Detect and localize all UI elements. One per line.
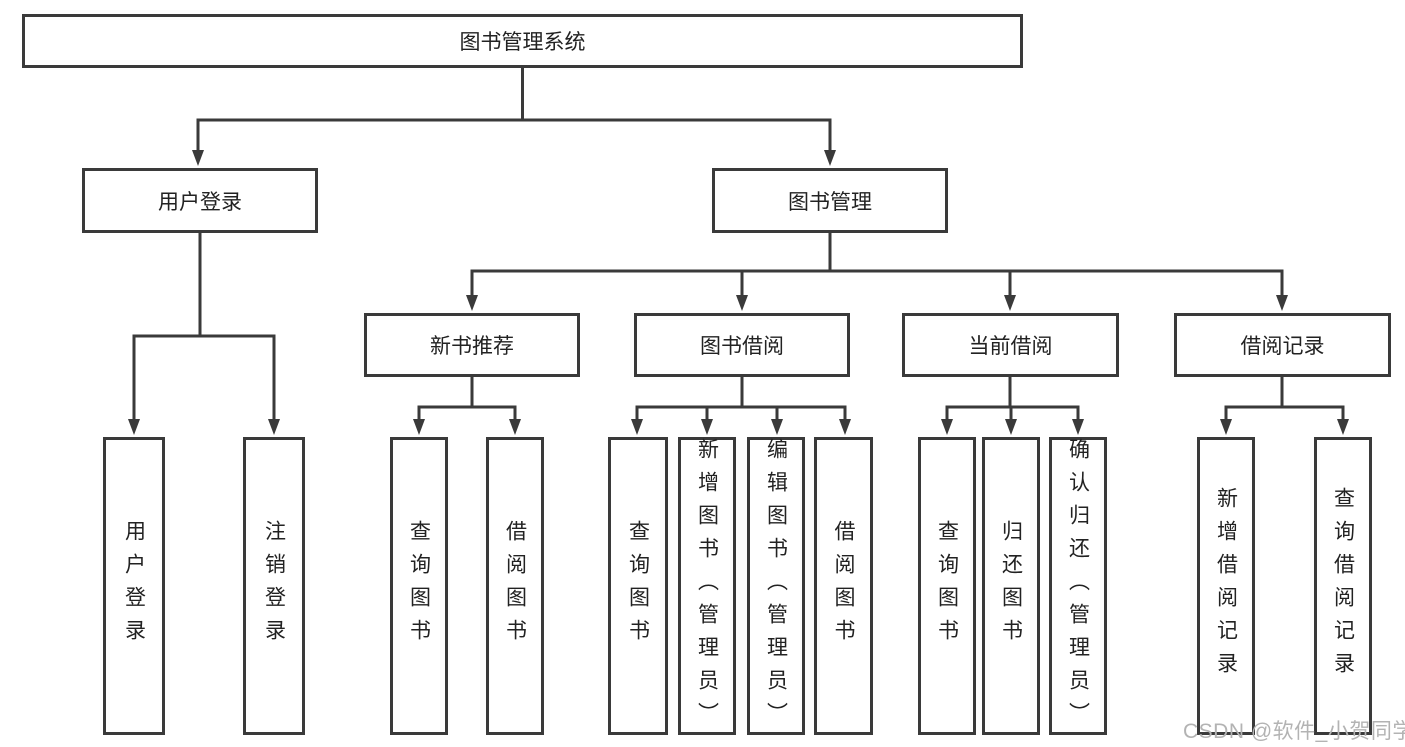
node-return-books: 归还图书 xyxy=(982,437,1040,735)
node-label: 用户登录 xyxy=(158,190,242,214)
node-label: 查询图书 xyxy=(407,520,431,652)
node-add-books-admin: 新增图书（管理员） xyxy=(678,437,736,735)
node-user-login-action: 用户登录 xyxy=(103,437,165,735)
node-new-book-recommend: 新书推荐 xyxy=(364,313,580,377)
node-label: 图书管理系统 xyxy=(459,31,586,54)
node-label: 查询图书 xyxy=(935,520,959,652)
connector-book-borrowing-to-leaves xyxy=(631,377,851,435)
node-book-management: 图书管理 xyxy=(712,168,948,233)
node-label: 用户登录 xyxy=(122,520,146,652)
node-query-books-current: 查询图书 xyxy=(918,437,976,735)
node-label: 查询图书 xyxy=(626,520,650,652)
node-logout-action: 注销登录 xyxy=(243,437,305,735)
connector-new-book-recommend-to-leaves xyxy=(413,377,521,435)
node-label: 注销登录 xyxy=(262,520,286,652)
node-library-management-system: 图书管理系统 xyxy=(22,14,1023,68)
node-current-borrowing: 当前借阅 xyxy=(902,313,1119,377)
node-label: 借阅图书 xyxy=(832,520,855,652)
csdn-watermark: CSDN @软件_小贺同学 xyxy=(1183,720,1405,743)
node-label: 归还图书 xyxy=(999,520,1023,652)
connector-book-management-to-level2 xyxy=(466,233,1288,311)
node-label: 查询借阅记录 xyxy=(1331,487,1355,685)
node-add-borrow-record: 新增借阅记录 xyxy=(1197,437,1255,735)
node-label: 借阅图书 xyxy=(503,520,527,652)
node-query-borrow-record: 查询借阅记录 xyxy=(1314,437,1372,735)
node-label: 图书管理 xyxy=(788,190,872,214)
node-query-books-borrow: 查询图书 xyxy=(608,437,668,735)
node-label: 借阅记录 xyxy=(1240,335,1325,358)
node-user-login-module: 用户登录 xyxy=(82,168,318,233)
connector-current-borrowing-to-leaves xyxy=(941,377,1084,435)
node-borrow-records: 借阅记录 xyxy=(1174,313,1391,377)
node-label: 新增图书（管理员） xyxy=(695,437,719,735)
node-borrow-books: 借阅图书 xyxy=(814,437,873,735)
node-label: 当前借阅 xyxy=(968,335,1053,358)
node-label: 编辑图书（管理员） xyxy=(764,437,788,735)
node-book-borrowing: 图书借阅 xyxy=(634,313,850,377)
connector-user-login-to-leaves xyxy=(128,233,280,435)
node-confirm-return-admin: 确认归还（管理员） xyxy=(1049,437,1107,735)
node-edit-books-admin: 编辑图书（管理员） xyxy=(747,437,805,735)
connector-borrow-records-to-leaves xyxy=(1220,377,1349,435)
node-label: 图书借阅 xyxy=(700,335,784,358)
node-label: 确认归还（管理员） xyxy=(1066,437,1090,735)
node-label: 新书推荐 xyxy=(430,335,514,358)
node-borrow-books-recommend: 借阅图书 xyxy=(486,437,544,735)
node-label: 新增借阅记录 xyxy=(1214,487,1238,685)
node-query-books-recommend: 查询图书 xyxy=(390,437,448,735)
connector-root-to-level1 xyxy=(192,68,836,166)
